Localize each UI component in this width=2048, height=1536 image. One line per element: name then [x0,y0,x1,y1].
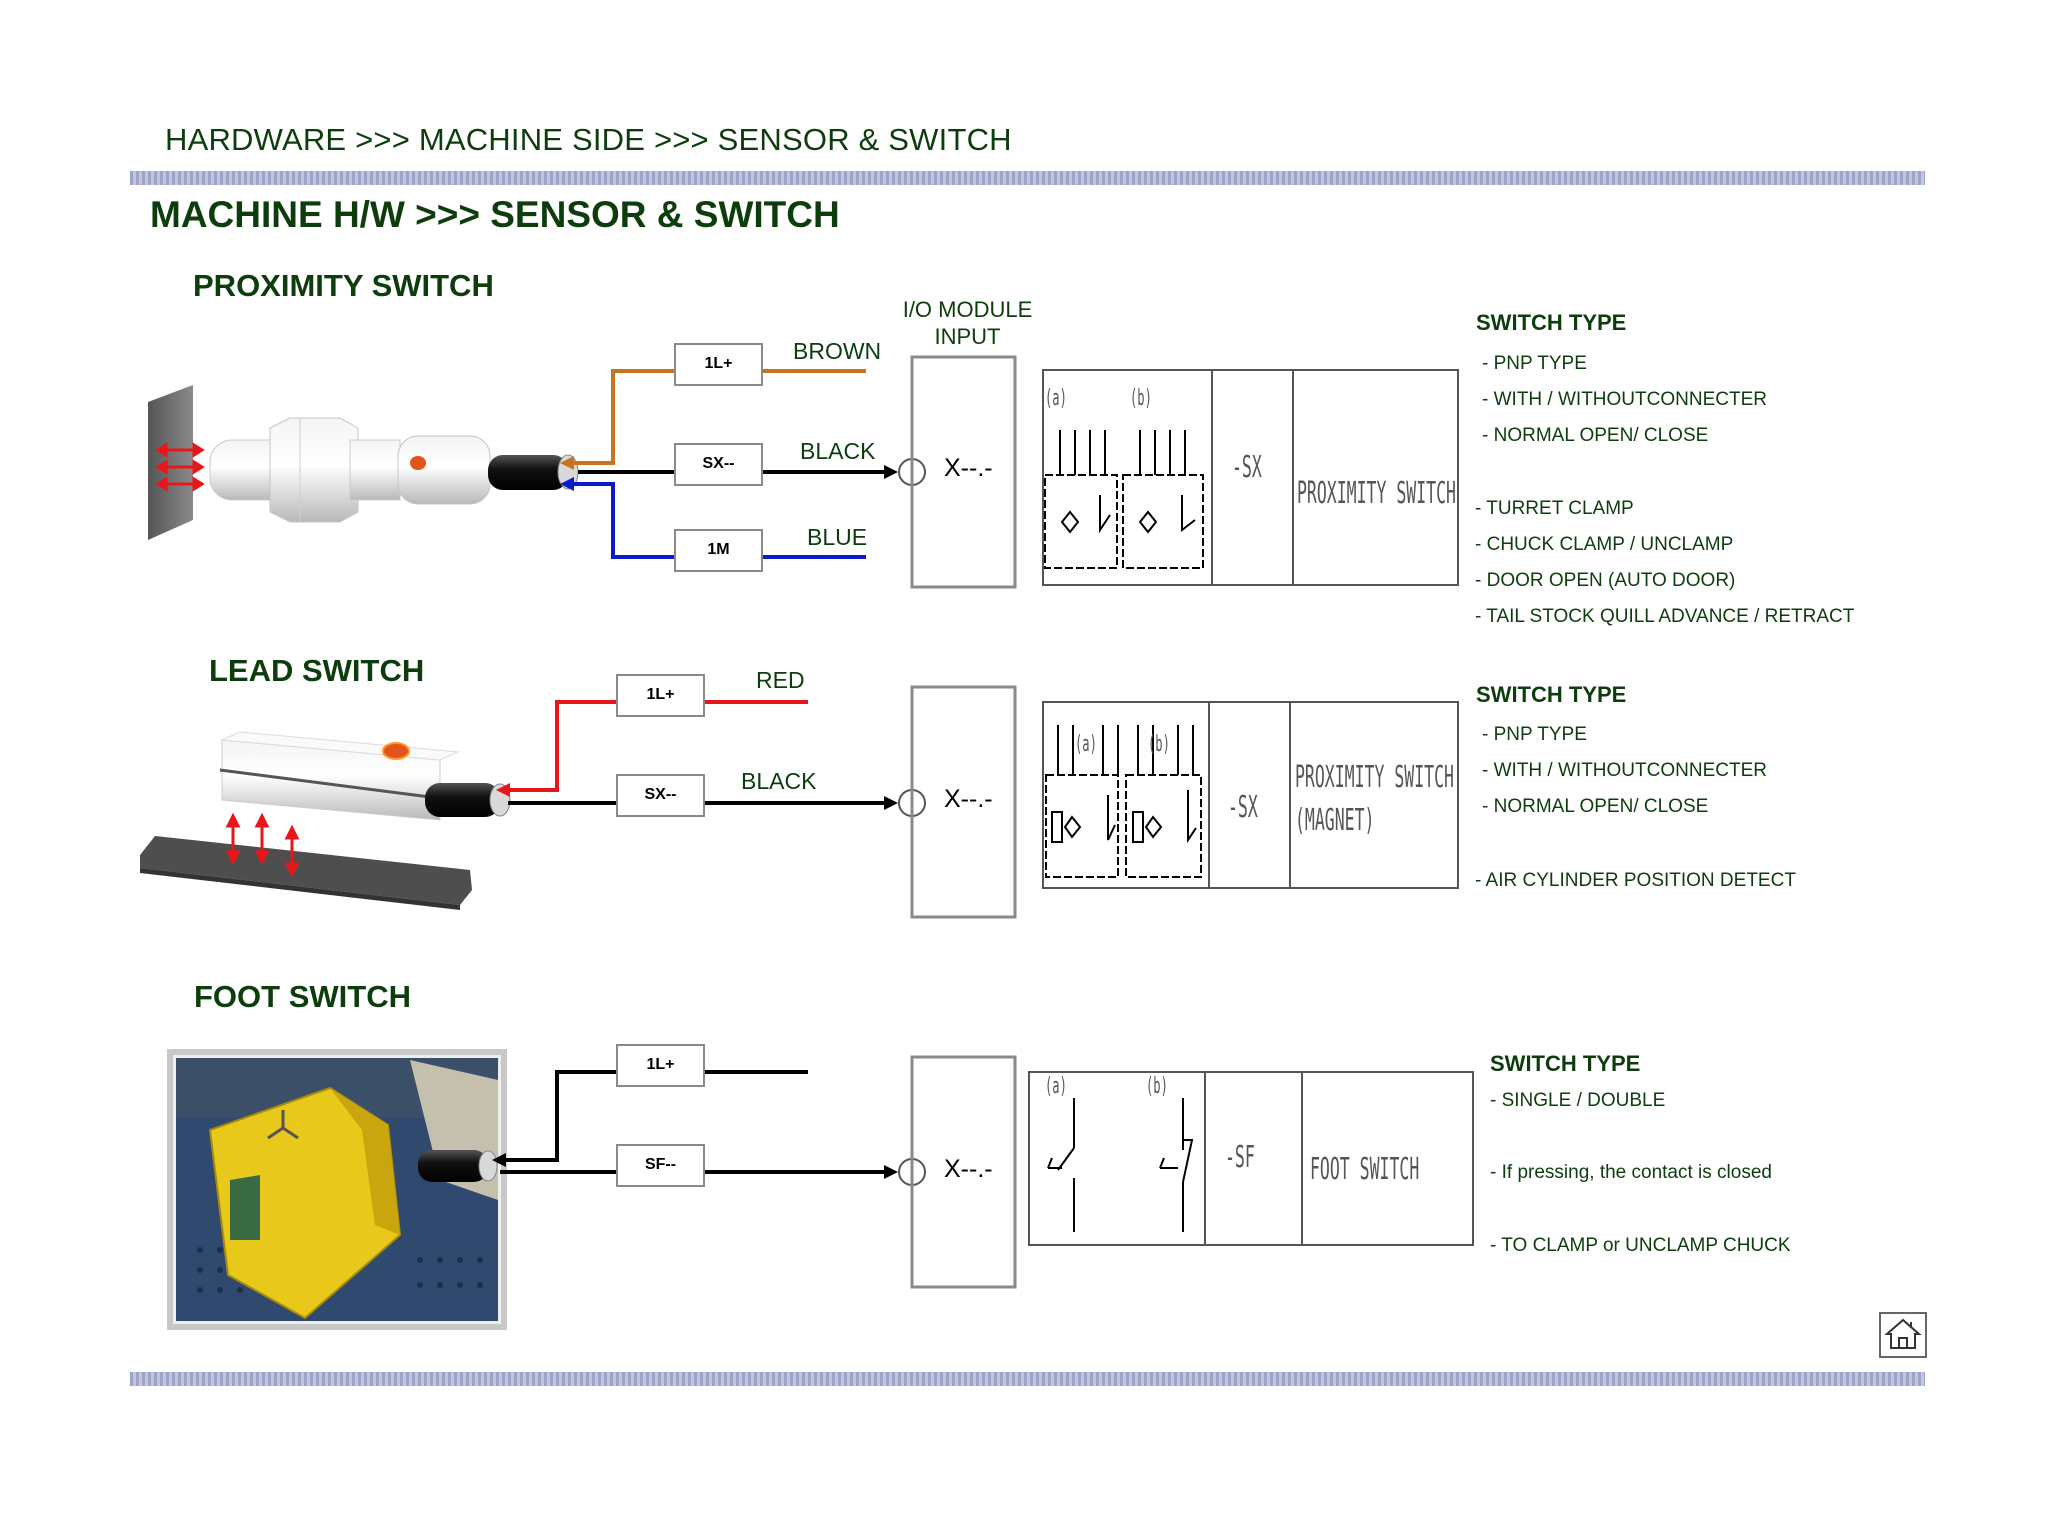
switch-type-heading: SWITCH TYPE [1476,682,1627,707]
spec-item: - NORMAL OPEN/ CLOSE [1482,796,1709,817]
symbol-code: -SF [1225,1140,1255,1175]
symbol-name: PROXIMITY SWITCH [1297,476,1456,511]
symbol-tag-b: (b) [1148,732,1170,757]
page-title: MACHINE H/W >>> SENSOR & SWITCH [150,194,840,235]
top-divider [130,171,1925,185]
io-module-label-line1: I/O MODULE [902,297,1033,322]
spec-item: - NORMAL OPEN/ CLOSE [1482,425,1709,446]
io-module-box [910,1055,1017,1289]
symbol-tag-a: (a) [1045,386,1067,411]
spec-item: - WITH / WITHOUTCONNECTER [1482,389,1767,410]
io-module-label-line2: INPUT [934,324,1001,349]
symbol-name-subtitle: (MAGNET) [1295,803,1375,838]
terminal-label: 1L+ [704,355,733,372]
terminal-label: SF-- [644,1156,677,1173]
wire-label-black: BLACK [800,438,876,464]
indicator-led [382,742,410,760]
terminal-label: 1L+ [646,686,675,703]
wire-label-red: RED [756,667,805,693]
magnet-arrows [225,812,300,878]
terminal-sx [616,774,705,817]
wire-label-brown: BROWN [793,338,882,364]
foot-switch-photo [167,1049,507,1330]
lead-switch-title: LEAD SWITCH [209,653,425,688]
terminal-label: 1M [707,541,730,558]
terminal-1l-plus [674,343,763,386]
spec-item: - PNP TYPE [1482,353,1587,374]
io-module-label: I/O MODULE INPUT [890,296,1045,350]
terminal-sx [674,443,763,486]
symbol-tag-b: (b) [1130,386,1152,411]
spec-item: - SINGLE / DOUBLE [1490,1090,1666,1111]
terminal-label: SX-- [644,786,677,803]
target-plate [148,385,193,540]
symbol-code: -SX [1228,790,1258,825]
switch-type-heading: SWITCH TYPE [1476,310,1627,335]
switch-type-heading: SWITCH TYPE [1490,1051,1641,1076]
indicator-led [410,456,426,470]
home-button[interactable] [1879,1312,1927,1358]
use-item: - AIR CYLINDER POSITION DETECT [1475,870,1796,891]
terminal-sf [616,1144,705,1187]
terminal-1m [674,529,763,572]
input-address-label: X--.- [944,1155,993,1183]
terminal-label: SX-- [702,455,735,472]
foot-switch-title: FOOT SWITCH [194,979,411,1014]
use-item: - CHUCK CLAMP / UNCLAMP [1475,534,1734,555]
proximity-sensor-illustration [148,385,579,540]
spec-item: - TO CLAMP or UNCLAMP CHUCK [1490,1235,1791,1256]
home-icon [1884,1318,1922,1349]
foot-symbol-table [1028,1071,1474,1246]
lead-switch-illustration [140,731,511,910]
bottom-divider [130,1372,1925,1386]
input-address-label: X--.- [944,454,993,482]
terminal-1l-plus [616,1044,705,1087]
symbol-tag-a: (a) [1075,732,1097,757]
io-module-box [910,685,1017,919]
spec-item: - If pressing, the contact is closed [1490,1162,1772,1183]
symbol-code: -SX [1232,450,1262,485]
io-module-box [910,355,1017,589]
symbol-name: FOOT SWITCH [1310,1152,1420,1187]
wire-label-blue: BLUE [807,524,868,550]
terminal-label: 1L+ [646,1056,675,1073]
symbol-tag-b: (b) [1146,1074,1168,1099]
breadcrumb: HARDWARE >>> MACHINE SIDE >>> SENSOR & S… [165,122,1012,157]
spec-item: - PNP TYPE [1482,724,1587,745]
use-item: - TAIL STOCK QUILL ADVANCE / RETRACT [1475,606,1855,627]
proximity-symbol-table [1042,369,1459,586]
symbol-name: PROXIMITY SWITCH [1295,760,1454,795]
terminal-1l-plus [616,674,705,717]
detection-arrows [155,442,205,492]
wire-label-black: BLACK [741,768,817,794]
proximity-switch-title: PROXIMITY SWITCH [193,268,494,303]
spec-item: - WITH / WITHOUTCONNECTER [1482,760,1767,781]
use-item: - DOOR OPEN (AUTO DOOR) [1475,570,1736,591]
input-address-label: X--.- [944,785,993,813]
lead-symbol-table [1042,701,1459,889]
symbol-tag-a: (a) [1045,1074,1067,1099]
use-item: - TURRET CLAMP [1475,498,1634,519]
